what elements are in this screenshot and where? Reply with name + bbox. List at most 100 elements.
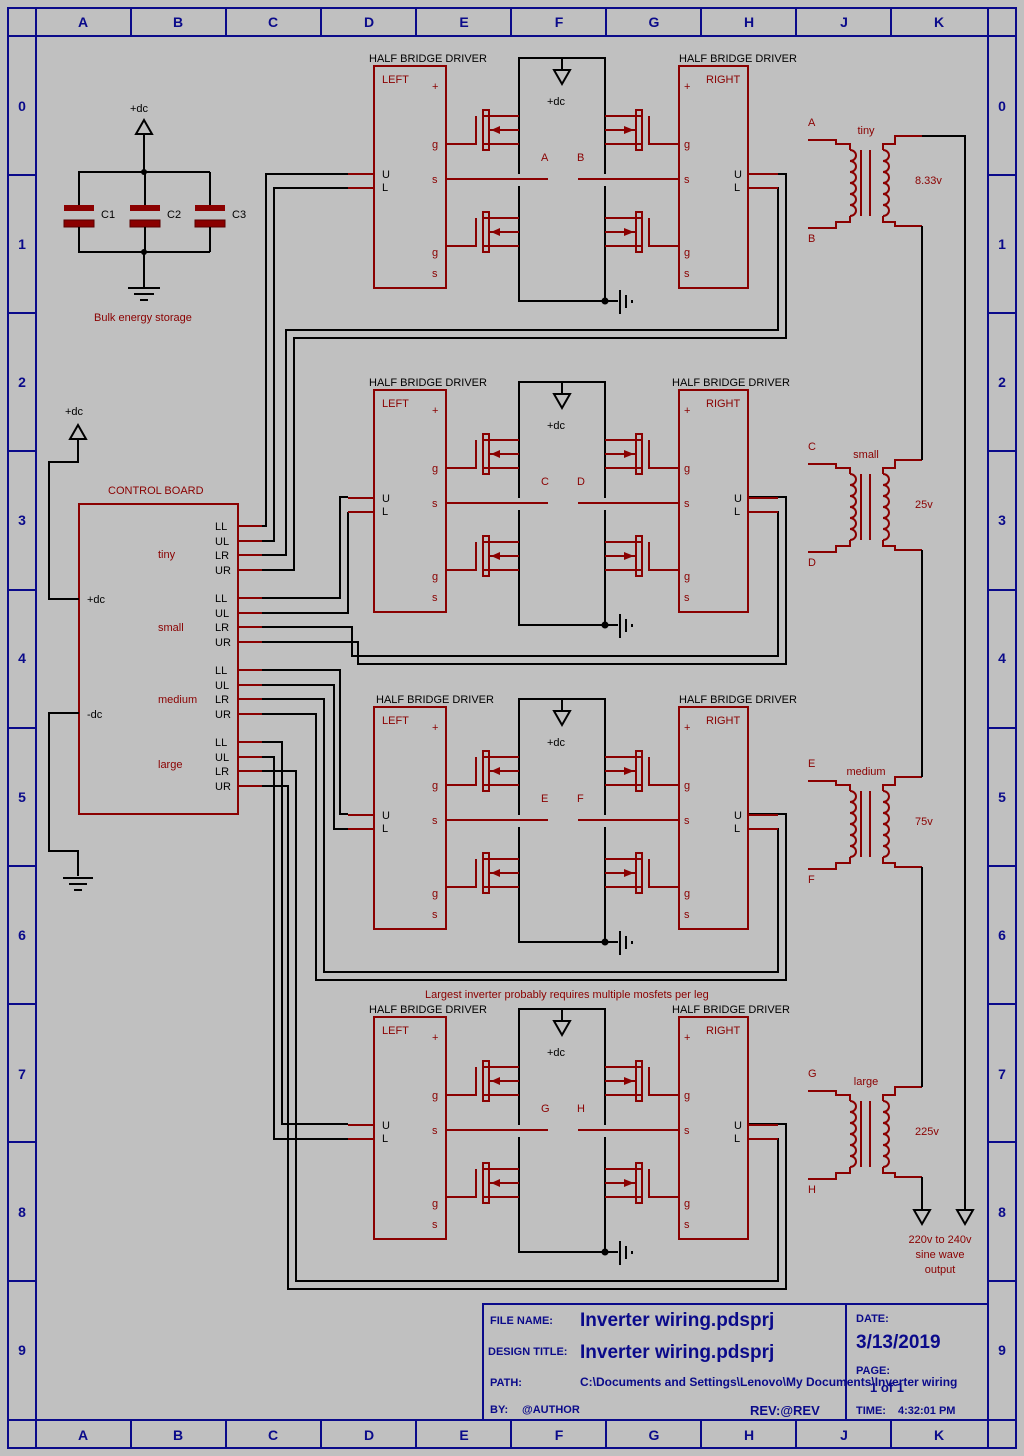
left-pin-s: s <box>432 909 438 921</box>
mosfet-channel <box>482 1060 490 1102</box>
left-driver-label: LEFT <box>382 1025 409 1037</box>
bridge-node-left: E <box>541 793 548 805</box>
primary-lead-top <box>808 780 851 791</box>
right-l-pin: L <box>734 823 740 835</box>
right-pin-s: s <box>684 815 690 827</box>
secondary-lead-top <box>882 1086 922 1101</box>
lower-right-mosfet <box>605 852 679 894</box>
grid-row-label: 3 <box>18 512 26 528</box>
right-driver-box <box>678 1016 749 1240</box>
upper-left-mosfet <box>446 750 519 792</box>
right-pin-g: g <box>684 463 690 475</box>
mosfet-arrow <box>624 450 634 458</box>
secondary-coil <box>882 149 890 217</box>
right-driver-title: HALF BRIDGE DRIVER <box>672 1004 790 1016</box>
secondary-lead-top <box>882 459 922 474</box>
left-pin-g: g <box>432 780 438 792</box>
grid-row-label: 7 <box>998 1066 1006 1082</box>
capacitor-label: C1 <box>101 209 115 221</box>
mosfet-arrow <box>624 1179 634 1187</box>
mosfet-channel <box>635 433 643 475</box>
left-driver-title: HALF BRIDGE DRIVER <box>369 377 487 389</box>
control-board-title: CONTROL BOARD <box>108 485 204 497</box>
secondary-lead-bottom <box>882 540 922 551</box>
left-driver-title: HALF BRIDGE DRIVER <box>376 694 494 706</box>
wire-medium-ul <box>262 684 348 830</box>
wire-small-ll <box>262 496 348 599</box>
note-multiple-mosfets: Largest inverter probably requires multi… <box>425 989 709 1001</box>
cb-pin: UL <box>215 608 229 620</box>
upper-right-mosfet <box>605 750 679 792</box>
mosfet-arrow <box>624 1077 634 1085</box>
left-pin-plus: + <box>432 81 438 93</box>
mosfet-channel <box>482 109 490 151</box>
cap-plate <box>64 205 94 211</box>
wire-tiny-ur <box>262 173 787 571</box>
bridge-node-right: B <box>577 152 584 164</box>
right-pin-s: s <box>684 1125 690 1137</box>
path-label: PATH: <box>490 1377 522 1389</box>
left-pin-g: g <box>432 463 438 475</box>
transformer-name: tiny <box>857 125 875 137</box>
right-l-pin: L <box>734 182 740 194</box>
upper-right-mosfet <box>605 109 679 151</box>
secondary-lead-bottom <box>882 216 922 227</box>
page-label: PAGE: <box>856 1365 890 1377</box>
right-pin-g: g <box>684 780 690 792</box>
left-l-pin: L <box>382 182 388 194</box>
grid-row-label: 4 <box>998 650 1006 666</box>
grid-row-label: 9 <box>18 1342 26 1358</box>
left-l-pin: L <box>382 1133 388 1145</box>
primary-lead-top <box>808 463 851 474</box>
lower-right-mosfet <box>605 535 679 577</box>
primary-lead-bottom <box>808 216 851 229</box>
cb-neg-pin: -dc <box>87 709 103 721</box>
cap-supply-label: +dc <box>130 103 149 115</box>
primary-top-label: G <box>808 1068 817 1080</box>
grid-col-label: E <box>459 14 468 30</box>
left-u-pin: U <box>382 810 390 822</box>
left-pin-g: g <box>432 247 438 259</box>
left-driver-box <box>373 706 447 930</box>
control-board: CONTROL BOARD +dc +dc -dc tinyLLULLRURsm… <box>48 406 262 891</box>
right-pin-s: s <box>684 498 690 510</box>
ground-symbol <box>605 290 633 314</box>
right-pin-g: g <box>684 247 690 259</box>
left-l-pin: L <box>382 506 388 518</box>
left-pin-s: s <box>432 1219 438 1231</box>
right-pin-s: s <box>684 909 690 921</box>
right-pin-plus: + <box>684 81 690 93</box>
mosfet-channel <box>482 852 490 894</box>
left-driver-label: LEFT <box>382 398 409 410</box>
left-pin-s: s <box>432 498 438 510</box>
wire-small-ur <box>262 496 787 665</box>
cb-pin: UL <box>215 536 229 548</box>
secondary-voltage: 25v <box>915 499 933 511</box>
grid-col-label: F <box>555 1427 564 1443</box>
grid-row-label: 1 <box>998 236 1006 252</box>
sine-output: 220v to 240v sine wave output <box>909 1234 972 1276</box>
right-pin-plus: + <box>684 1032 690 1044</box>
right-pin-s: s <box>684 174 690 186</box>
grid-row-label: 6 <box>18 927 26 943</box>
grid-row-label: 2 <box>998 374 1006 390</box>
mosfet-channel <box>482 750 490 792</box>
mosfet-arrow <box>491 450 500 458</box>
title-block: FILE NAME: Inverter wiring.pdsprj DESIGN… <box>482 1303 989 1421</box>
date-value: 3/13/2019 <box>856 1332 941 1353</box>
bridge-node-left: C <box>541 476 549 488</box>
cb-pin: UR <box>215 781 231 793</box>
wire-medium-ur <box>262 713 787 981</box>
primary-coil <box>849 149 857 217</box>
mosfet-channel <box>635 750 643 792</box>
left-driver-label: LEFT <box>382 74 409 86</box>
revision: REV:@REV <box>750 1403 820 1418</box>
grid-row-label: 2 <box>18 374 26 390</box>
right-driver-title: HALF BRIDGE DRIVER <box>679 694 797 706</box>
left-pin-g: g <box>432 571 438 583</box>
supply-arrow <box>552 710 572 728</box>
grid-row-label: 4 <box>18 650 26 666</box>
